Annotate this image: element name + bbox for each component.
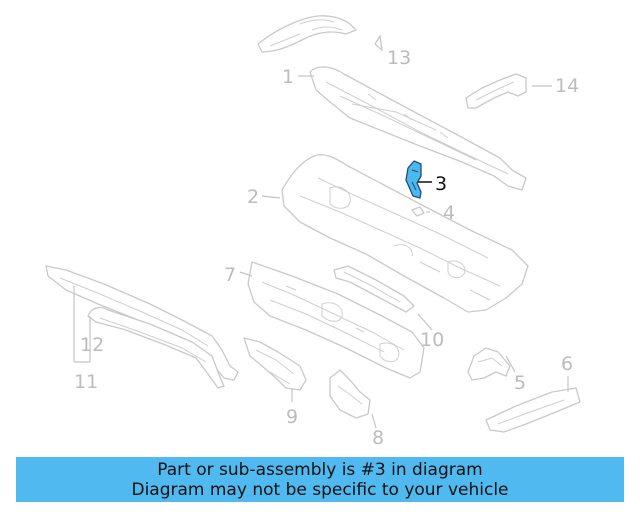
parts-diagram: 13 1 14 3 2 4 7 10 12 11 5 6 9 8 <box>45 15 581 449</box>
part-13-bracket <box>257 15 357 53</box>
callout-13: 13 <box>387 47 411 69</box>
part-14-bracket <box>465 73 527 109</box>
callout-1: 1 <box>282 66 294 88</box>
part-8-bracket <box>329 369 371 419</box>
part-1-cowl-panel <box>309 66 527 191</box>
part-10-reinforcement <box>333 265 415 313</box>
part-4-clip <box>411 206 425 217</box>
info-banner: Part or sub-assembly is #3 in diagram Di… <box>16 457 624 502</box>
callout-3: 3 <box>435 173 447 195</box>
callout-2: 2 <box>247 186 259 208</box>
callout-12: 12 <box>80 334 104 356</box>
part-3-bracket-highlighted <box>405 160 422 199</box>
callout-6: 6 <box>561 353 573 375</box>
callout-14: 14 <box>555 75 579 97</box>
callout-11: 11 <box>74 371 98 393</box>
part-2-cowl-top <box>281 154 529 313</box>
part-9-bracket <box>243 337 307 391</box>
part-12-member <box>87 306 225 389</box>
part-11-side-member <box>45 265 239 381</box>
callout-8: 8 <box>372 427 384 449</box>
part-6-bracket <box>485 387 581 433</box>
callout-10: 10 <box>420 329 444 351</box>
callout-7: 7 <box>224 264 236 286</box>
leader-lines <box>73 34 569 429</box>
callout-5: 5 <box>514 372 526 394</box>
callout-4: 4 <box>443 202 455 224</box>
banner-line-1: Part or sub-assembly is #3 in diagram <box>157 459 483 480</box>
part-7-dash-panel <box>247 261 425 379</box>
callout-9: 9 <box>286 406 298 428</box>
banner-line-2: Diagram may not be specific to your vehi… <box>131 479 509 500</box>
part-5-bracket <box>467 347 511 381</box>
